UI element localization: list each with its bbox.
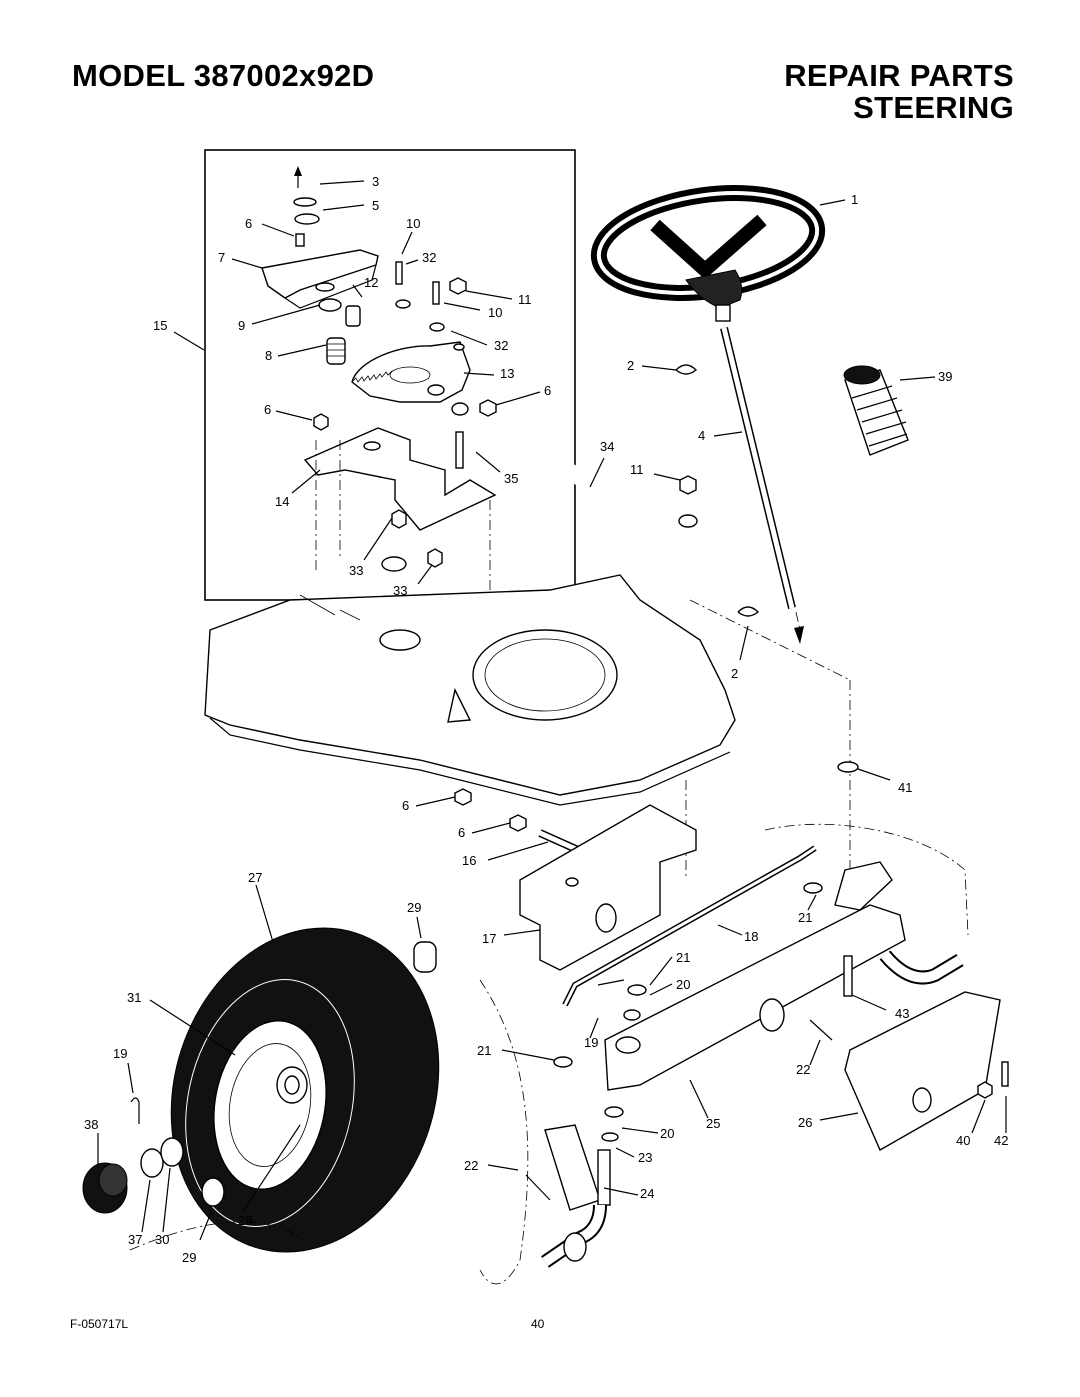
callout-8: 8 [265, 348, 272, 363]
callout-43: 43 [895, 1006, 909, 1021]
front-axle [604, 861, 906, 1091]
callout-29b: 29 [182, 1250, 196, 1265]
axle-bracket [519, 804, 697, 971]
callout-10b: 10 [488, 305, 502, 320]
callout-7: 7 [218, 250, 225, 265]
callout-6: 6 [245, 216, 252, 231]
callout-10: 10 [406, 216, 420, 231]
callout-23: 23 [638, 1150, 652, 1165]
callout-3: 3 [372, 174, 379, 189]
callout-22b: 22 [464, 1158, 478, 1173]
callout-37: 37 [128, 1232, 142, 1247]
callout-21b: 21 [676, 950, 690, 965]
callout-numbers: 3 5 6 10 7 32 12 11 15 9 10 8 32 13 6 6 … [84, 174, 1008, 1265]
leader-lines [97, 180, 1007, 1241]
callout-33: 33 [349, 563, 363, 578]
callout-11b: 11 [630, 462, 644, 477]
chassis-frame [204, 574, 851, 900]
callout-6d: 6 [402, 798, 409, 813]
callout-20: 20 [676, 977, 690, 992]
callout-26: 26 [798, 1115, 812, 1130]
callout-21: 21 [798, 910, 812, 925]
callout-25: 25 [706, 1116, 720, 1131]
callout-34: 34 [600, 439, 614, 454]
callout-19: 19 [584, 1035, 598, 1050]
callout-19b: 19 [113, 1046, 127, 1061]
page-number: 40 [531, 1317, 545, 1331]
callout-33b: 33 [393, 583, 407, 598]
callout-24: 24 [640, 1186, 654, 1201]
callout-5: 5 [372, 198, 379, 213]
callout-17: 17 [482, 931, 496, 946]
repair-parts-title: REPAIR PARTS [784, 58, 1014, 93]
callout-16: 16 [462, 853, 476, 868]
callout-35: 35 [504, 471, 518, 486]
callout-29: 29 [407, 900, 421, 915]
model-title: MODEL 387002x92D [72, 58, 375, 93]
callout-2: 2 [627, 358, 634, 373]
callout-6e: 6 [458, 825, 465, 840]
callout-40: 40 [956, 1133, 970, 1148]
callout-18: 18 [744, 929, 758, 944]
callout-42: 42 [994, 1133, 1008, 1148]
callout-12: 12 [364, 275, 378, 290]
callout-14: 14 [275, 494, 289, 509]
callout-22: 22 [796, 1062, 810, 1077]
callout-20b: 20 [660, 1126, 674, 1141]
callout-6c: 6 [264, 402, 271, 417]
callout-41: 41 [898, 780, 912, 795]
callout-27: 27 [248, 870, 262, 885]
callout-32: 32 [422, 250, 436, 265]
callout-28: 28 [238, 1213, 252, 1228]
steering-wheel [590, 185, 826, 322]
callout-11: 11 [518, 292, 532, 307]
callout-21c: 21 [477, 1043, 491, 1058]
form-code: F-050717L [70, 1317, 129, 1331]
steering-shaft [720, 327, 804, 644]
front-wheel-tire [170, 927, 440, 1253]
callout-32b: 32 [494, 338, 508, 353]
callout-6b: 6 [544, 383, 551, 398]
callout-4: 4 [698, 428, 705, 443]
callout-31: 31 [127, 990, 141, 1005]
callout-30: 30 [155, 1232, 169, 1247]
callout-38: 38 [84, 1117, 98, 1132]
boot [843, 365, 909, 456]
section-title: STEERING [853, 90, 1014, 125]
callout-2b: 2 [731, 666, 738, 681]
callout-13: 13 [500, 366, 514, 381]
callout-1: 1 [851, 192, 858, 207]
callout-39: 39 [938, 369, 952, 384]
callout-9: 9 [238, 318, 245, 333]
callout-15: 15 [153, 318, 167, 333]
inset-parts [261, 166, 698, 600]
